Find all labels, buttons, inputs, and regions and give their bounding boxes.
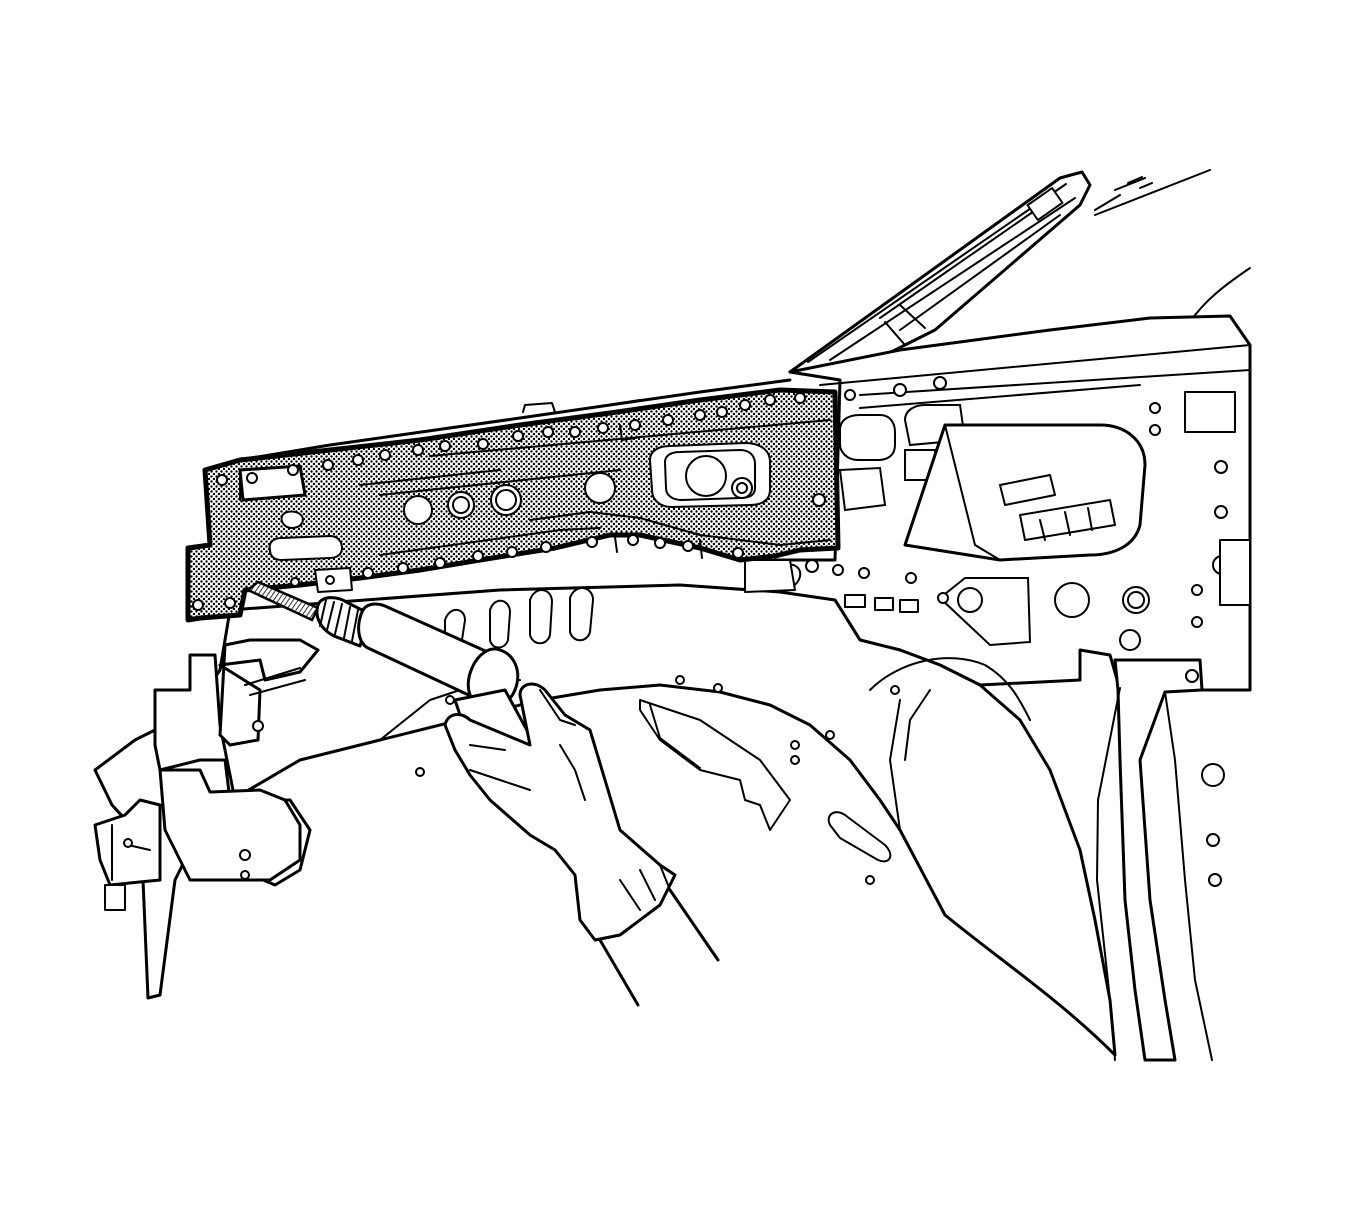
highlighted-upper-rail-panel [185, 378, 841, 623]
hinge-pillar [1096, 658, 1225, 1062]
cowl-panel [773, 314, 1252, 692]
gloved-hand [443, 682, 720, 1007]
spot-weld-holes [192, 392, 826, 611]
wheelhouse-panel [93, 559, 1117, 1057]
front-bumper-bracket [93, 638, 320, 911]
